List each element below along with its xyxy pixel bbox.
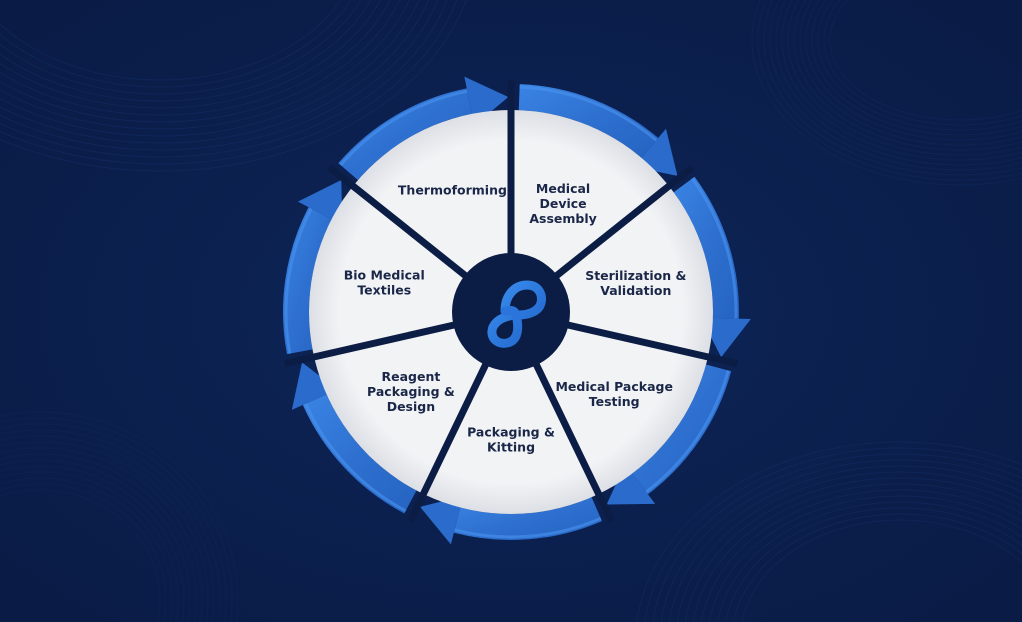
segment-label: Testing	[589, 394, 640, 409]
center-hub	[452, 253, 570, 371]
spoke-divider	[284, 320, 459, 368]
cycle-arrow-packaging-kitting	[420, 495, 602, 545]
segment-label: Device	[539, 196, 586, 211]
segment-label: Assembly	[529, 211, 596, 226]
segment-thermoforming: Thermoforming	[398, 182, 507, 197]
spoke-divider	[407, 360, 491, 523]
segment-sterilization-validation: Sterilization &Validation	[585, 268, 686, 298]
segment-label: Medical	[536, 181, 590, 196]
segment-spokes	[284, 80, 738, 523]
segment-label: Design	[387, 399, 435, 414]
arrowhead-icon	[606, 463, 656, 505]
segment-label: Bio Medical	[344, 268, 425, 283]
segment-label: Medical Package	[555, 379, 672, 394]
arrowhead-icon	[700, 317, 751, 358]
arrowhead-icon	[420, 495, 464, 545]
cycle-arrow-bio-medical-textiles	[283, 180, 343, 355]
cycle-arrow-medical-package-testing	[606, 364, 732, 505]
spoke-divider	[531, 360, 615, 523]
arrowhead-icon	[297, 180, 343, 225]
segment-label: Validation	[600, 283, 671, 298]
segment-label: Thermoforming	[398, 182, 507, 197]
cycle-arrow-sterilization-validation	[673, 176, 751, 358]
segment-label: Packaging &	[367, 384, 455, 399]
arrowhead-icon	[291, 362, 338, 410]
segment-label: Textiles	[357, 283, 411, 298]
segment-label: Kitting	[487, 440, 535, 455]
infinity-loop-logo-icon	[487, 280, 546, 348]
cycle-arrow-reagent-packaging-design	[291, 362, 417, 514]
segment-packaging-kitting: Packaging &Kitting	[467, 425, 555, 455]
spoke-divider	[551, 164, 695, 281]
segment-label: Packaging &	[467, 425, 555, 440]
spoke-divider	[327, 164, 471, 281]
segment-label: Sterilization &	[585, 268, 686, 283]
cycle-ring	[283, 76, 751, 545]
segment-label: Reagent	[382, 369, 441, 384]
spoke-divider	[563, 320, 738, 368]
